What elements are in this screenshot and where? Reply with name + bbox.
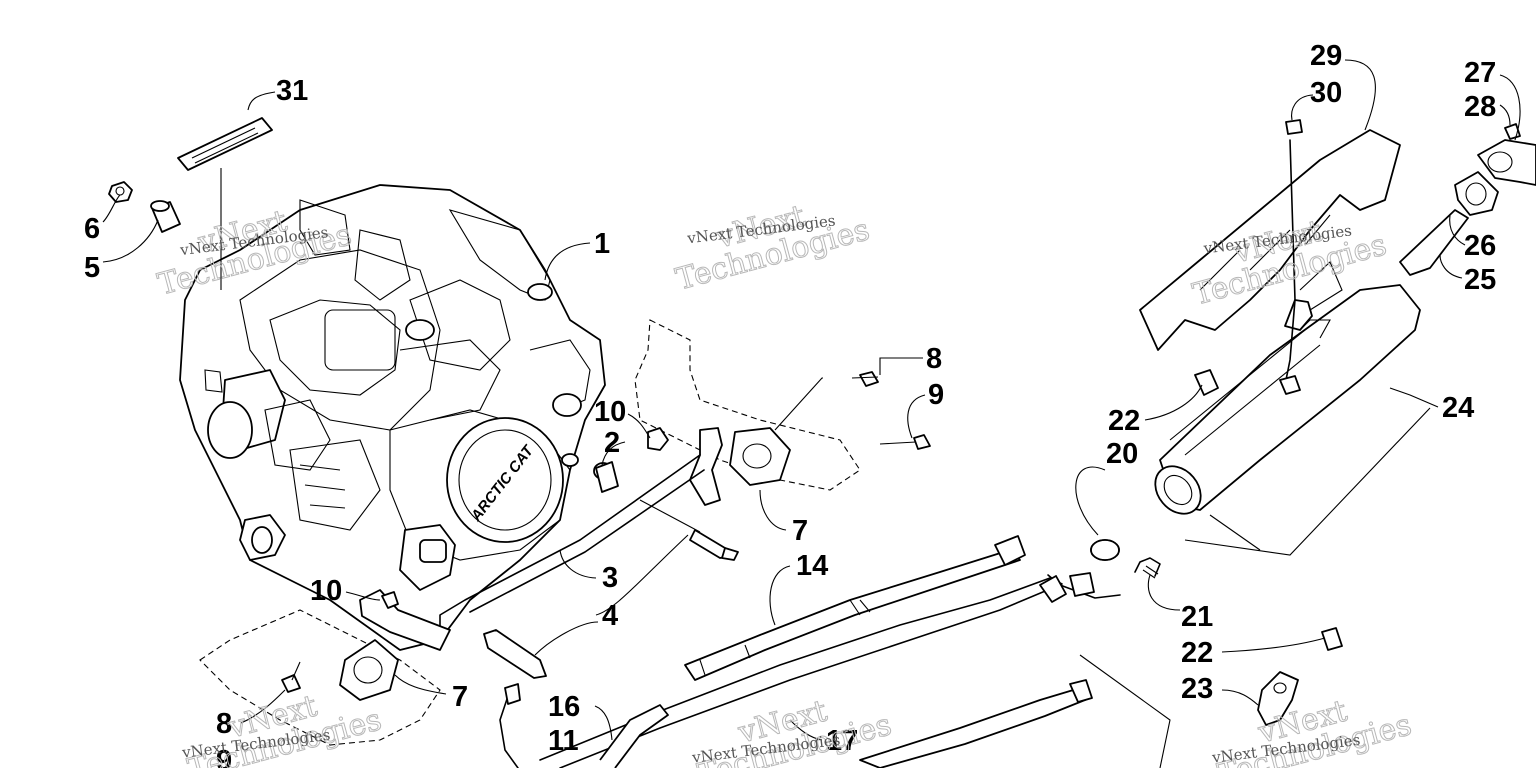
callout-8-upper: 8 <box>926 343 942 375</box>
nut-part-6 <box>108 181 133 203</box>
watermark-5: vNext Technologies vNext Technologies <box>690 693 896 768</box>
muffler-heat-shield-part-29 <box>1139 119 1401 395</box>
gasket-part-20 <box>1090 539 1120 561</box>
callout-2: 2 <box>604 427 620 459</box>
callout-8-lower: 8 <box>216 708 232 740</box>
callout-7-upper: 7 <box>792 515 808 547</box>
callout-25: 25 <box>1464 264 1496 296</box>
heat-shield-part-14 <box>684 535 1026 681</box>
callout-31: 31 <box>276 75 308 107</box>
bracket-part-23 <box>1257 671 1299 726</box>
callout-11: 11 <box>548 725 579 757</box>
callout-28: 28 <box>1464 91 1496 123</box>
callout-21: 21 <box>1181 601 1213 633</box>
callout-27: 27 <box>1464 57 1496 89</box>
callout-20: 20 <box>1106 438 1138 470</box>
callout-3: 3 <box>602 562 618 594</box>
gasket-part-26 <box>1454 171 1499 216</box>
leader-lines <box>102 59 1521 741</box>
watermark-2: vNext Technologies vNext Technologies <box>672 198 874 298</box>
callout-labels: 31 6 5 1 2 10 8 9 7 3 4 14 10 7 8 9 16 1… <box>84 40 1496 768</box>
spacer-part-5 <box>150 200 181 233</box>
callout-29: 29 <box>1310 40 1342 72</box>
callout-22-upper: 22 <box>1108 405 1140 437</box>
callout-16: 16 <box>548 691 580 723</box>
callout-7-lower: 7 <box>452 681 468 713</box>
callout-6: 6 <box>84 213 100 245</box>
callout-14: 14 <box>796 550 828 582</box>
o2-sensor-wire <box>499 683 669 768</box>
callout-10-upper: 10 <box>594 396 626 428</box>
callout-30: 30 <box>1310 77 1342 109</box>
callout-9-upper: 9 <box>928 379 944 411</box>
muffler-part-24 <box>1154 261 1431 556</box>
upper-mount-bracket <box>439 319 931 636</box>
callout-24: 24 <box>1442 392 1474 424</box>
callout-26: 26 <box>1464 230 1496 262</box>
callout-4: 4 <box>602 600 618 632</box>
grommet-part-22-lower <box>1321 627 1343 651</box>
callout-1: 1 <box>594 228 610 260</box>
spark-arrestor-part-25 <box>1399 209 1469 276</box>
engine-assembly: ARCTIC CAT <box>179 184 606 651</box>
end-cap-part-27 <box>1477 123 1536 186</box>
grommet-part-22-upper <box>1194 369 1219 396</box>
watermark-3: vNext Technologies vNext Technologies <box>1189 213 1391 313</box>
callout-17: 17 <box>826 725 858 757</box>
lower-pipe-part-17 <box>859 654 1171 768</box>
lower-mount-bracket <box>199 589 547 746</box>
callout-10-lower: 10 <box>310 575 342 607</box>
warning-label <box>177 117 273 171</box>
callout-22-lower: 22 <box>1181 637 1213 669</box>
callout-23: 23 <box>1181 673 1213 705</box>
callout-9-lower: 9 <box>216 745 232 768</box>
callout-5: 5 <box>84 252 100 284</box>
